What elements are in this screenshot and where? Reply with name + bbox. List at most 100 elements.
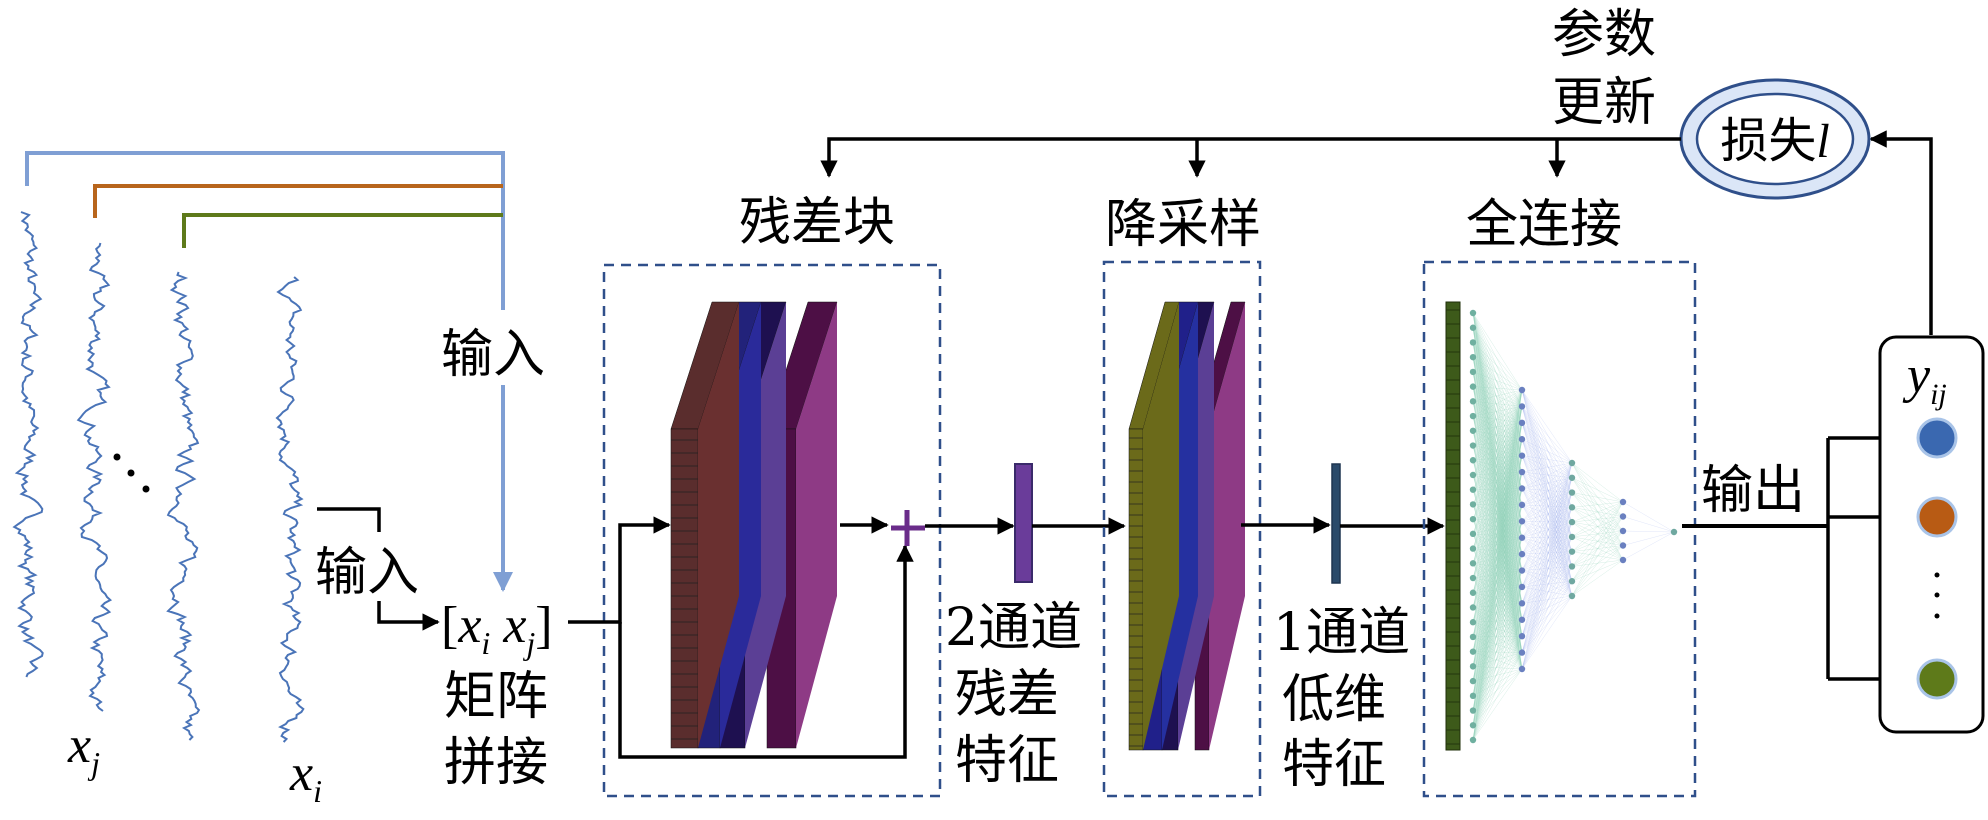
fc-neuron bbox=[1469, 619, 1477, 626]
fc-connection bbox=[1521, 455, 1573, 567]
fc-connection bbox=[1521, 492, 1573, 604]
fc-connection bbox=[1472, 327, 1523, 440]
fc-connection bbox=[1571, 545, 1624, 552]
fc-connection bbox=[1472, 537, 1523, 726]
fc-connection bbox=[1472, 521, 1523, 564]
fc-connection bbox=[1472, 312, 1523, 571]
fc-connection bbox=[1472, 619, 1523, 711]
fc-connection bbox=[1521, 439, 1573, 537]
fc-connection bbox=[1472, 439, 1523, 490]
downsample-box bbox=[1102, 260, 1262, 798]
fc-connection bbox=[1472, 439, 1523, 534]
fc-connection bbox=[1472, 607, 1523, 653]
fc-connection bbox=[1472, 504, 1523, 652]
fc-connection bbox=[1472, 327, 1523, 571]
fc-connection bbox=[1472, 554, 1523, 652]
fc-connection bbox=[1571, 545, 1624, 567]
fc-connection bbox=[1521, 455, 1573, 582]
fc-connection bbox=[1472, 406, 1523, 520]
fc-connection bbox=[1472, 521, 1523, 682]
fc-connection bbox=[1472, 406, 1523, 490]
fc-connection bbox=[1472, 422, 1523, 461]
fc-connection bbox=[1472, 504, 1523, 604]
fc-connection bbox=[1472, 619, 1523, 667]
fc-connection bbox=[1521, 406, 1573, 597]
fc-connection bbox=[1472, 504, 1523, 555]
fc-connection bbox=[1521, 492, 1573, 571]
fc-connection bbox=[1472, 460, 1523, 473]
fc-connection bbox=[1472, 537, 1523, 638]
fc-connection bbox=[1472, 577, 1523, 620]
fc-connection bbox=[1472, 422, 1523, 446]
fc-neuron bbox=[1469, 324, 1477, 331]
fc-connection bbox=[1571, 521, 1624, 546]
fc-connection bbox=[1472, 488, 1523, 637]
fc-connection bbox=[1472, 430, 1523, 555]
fc-connection bbox=[1472, 504, 1523, 653]
fc-connection bbox=[1521, 455, 1573, 597]
fc-connection bbox=[1521, 507, 1573, 670]
fc-connection bbox=[1472, 563, 1523, 653]
fc-connection bbox=[1622, 501, 1675, 533]
feature1-label-line2: 低维 bbox=[1282, 670, 1386, 730]
fc-connection bbox=[1472, 386, 1523, 407]
fc-neuron bbox=[1469, 471, 1477, 479]
fc-neuron bbox=[1469, 339, 1477, 346]
fc-connection bbox=[1472, 636, 1523, 682]
fc-connection bbox=[1472, 422, 1523, 637]
fc-connection bbox=[1472, 603, 1523, 711]
fc-connection bbox=[1571, 501, 1624, 538]
fc-connection bbox=[1521, 522, 1573, 620]
fc-connection bbox=[1472, 357, 1523, 522]
fc-connection bbox=[1521, 462, 1573, 637]
fc-connection bbox=[1472, 312, 1523, 407]
pool-layer-1-face bbox=[1143, 302, 1179, 750]
fc-connection bbox=[1472, 548, 1523, 653]
fc-connection bbox=[1521, 521, 1573, 538]
fc-connection bbox=[1571, 477, 1624, 517]
fc-connection bbox=[1472, 472, 1523, 652]
fc-connection bbox=[1472, 592, 1523, 620]
fc-connection bbox=[1472, 342, 1523, 604]
fc-connection bbox=[1472, 619, 1523, 623]
fc-connection bbox=[1472, 445, 1523, 670]
signal-trace bbox=[12, 211, 44, 678]
fc-connection bbox=[1521, 477, 1573, 653]
fc-connection bbox=[1472, 519, 1523, 588]
fc-connection bbox=[1521, 462, 1573, 588]
fc-connection bbox=[1472, 389, 1523, 741]
fc-connection bbox=[1521, 586, 1573, 597]
fc-connection bbox=[1571, 516, 1624, 567]
fc-connection bbox=[1472, 636, 1523, 696]
conv-layer-1-front bbox=[670, 428, 699, 749]
fc-connection bbox=[1472, 389, 1523, 711]
fc-connection bbox=[1472, 342, 1523, 473]
fc-connection bbox=[1521, 389, 1573, 523]
fc-connection bbox=[1472, 401, 1523, 604]
fc-connection bbox=[1472, 327, 1523, 555]
fc-connection bbox=[1521, 477, 1573, 489]
fc-connection bbox=[1521, 537, 1573, 567]
fc-connection bbox=[1472, 471, 1523, 520]
fc-connection bbox=[1472, 422, 1523, 711]
fc-neuron bbox=[1469, 383, 1477, 390]
fc-connection bbox=[1521, 492, 1573, 653]
fc-connection bbox=[1521, 536, 1573, 571]
fc-connection bbox=[1472, 327, 1523, 407]
fc-connection bbox=[1472, 312, 1523, 555]
fc-connection bbox=[1521, 566, 1573, 637]
fc-connection bbox=[1472, 460, 1523, 506]
fc-connection bbox=[1472, 460, 1523, 620]
fc-connection bbox=[1521, 492, 1573, 670]
fc-connection bbox=[1472, 357, 1523, 637]
fc-connection bbox=[1571, 462, 1624, 546]
fc-connection bbox=[1472, 371, 1523, 555]
fc-connection bbox=[1472, 603, 1523, 623]
fc-connection bbox=[1472, 422, 1523, 593]
fc-connection bbox=[1472, 327, 1523, 670]
fc-connection bbox=[1472, 445, 1523, 620]
fc-connection bbox=[1571, 559, 1624, 567]
fc-connection bbox=[1472, 554, 1523, 726]
fc-connection bbox=[1521, 455, 1573, 523]
fc-connection bbox=[1472, 416, 1523, 670]
